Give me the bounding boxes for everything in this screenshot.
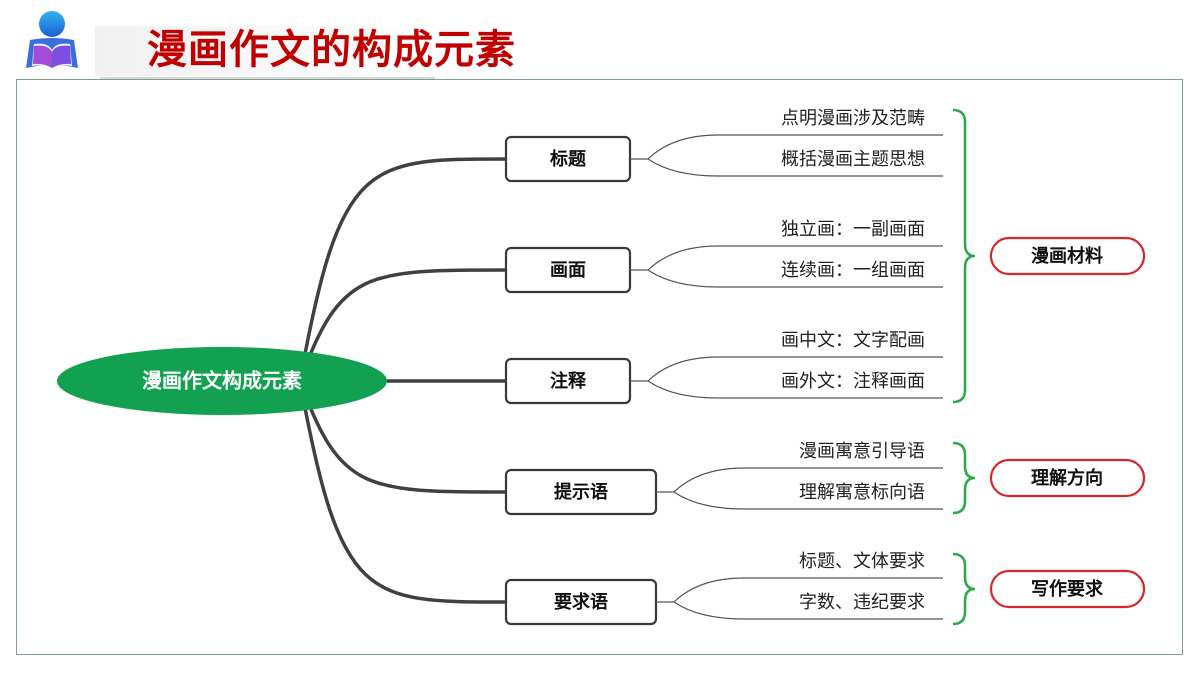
- title-underline: [100, 77, 435, 79]
- branch-connector: [298, 157, 507, 382]
- item-connector: [673, 601, 943, 620]
- item-connector: [630, 134, 943, 160]
- group-label-box: [989, 458, 1146, 498]
- group-bracket: [952, 108, 976, 404]
- branch-node-label: 提示语: [554, 481, 608, 503]
- group-bracket: [952, 552, 976, 626]
- branch-item: 理解寓意标向语: [799, 482, 925, 503]
- center-node-label: 漫画作文构成元素: [142, 369, 302, 393]
- item-connector: [630, 245, 943, 271]
- branch-item: 漫画寓意引导语: [799, 441, 925, 462]
- branch-item: 画中文：文字配画: [781, 330, 925, 351]
- group-label: 理解方向: [1031, 467, 1103, 489]
- branch-item: 独立画：一副画面: [781, 219, 925, 240]
- branch-item: 连续画：一组画面: [781, 260, 925, 281]
- group-label-box: [989, 569, 1146, 609]
- item-connector: [630, 356, 943, 382]
- item-connector: [673, 491, 943, 510]
- group-bracket: [952, 441, 976, 515]
- item-connector: [647, 380, 943, 399]
- branch-item: 标题、文体要求: [799, 551, 925, 572]
- item-connector: [656, 577, 943, 603]
- center-node: [57, 347, 387, 415]
- item-connector: [656, 467, 943, 493]
- branch-connector: [298, 380, 507, 604]
- branch-item: 点明漫画涉及范畴: [781, 108, 925, 129]
- group-label: 写作要求: [1031, 578, 1104, 600]
- branch-node-label: 标题: [549, 148, 587, 170]
- branch-item: 字数、违纪要求: [799, 592, 925, 613]
- group-label: 漫画材料: [1031, 245, 1103, 267]
- branch-node-label: 要求语: [554, 591, 608, 613]
- branch-item: 概括漫画主题思想: [781, 149, 925, 170]
- branch-node-label: 注释: [550, 370, 587, 392]
- item-connector: [647, 269, 943, 288]
- branch-connector: [298, 268, 507, 382]
- group-label-box: [989, 236, 1146, 276]
- branch-node-label: 画面: [550, 260, 586, 281]
- branch-item: 画外文：注释画面: [781, 371, 925, 392]
- page-title: 漫画作文的构成元素: [147, 27, 516, 73]
- branch-connector: [298, 380, 507, 494]
- item-connector: [647, 158, 943, 177]
- title-background: [95, 26, 440, 76]
- reader-icon: [26, 11, 78, 70]
- content-frame: [16, 79, 1183, 655]
